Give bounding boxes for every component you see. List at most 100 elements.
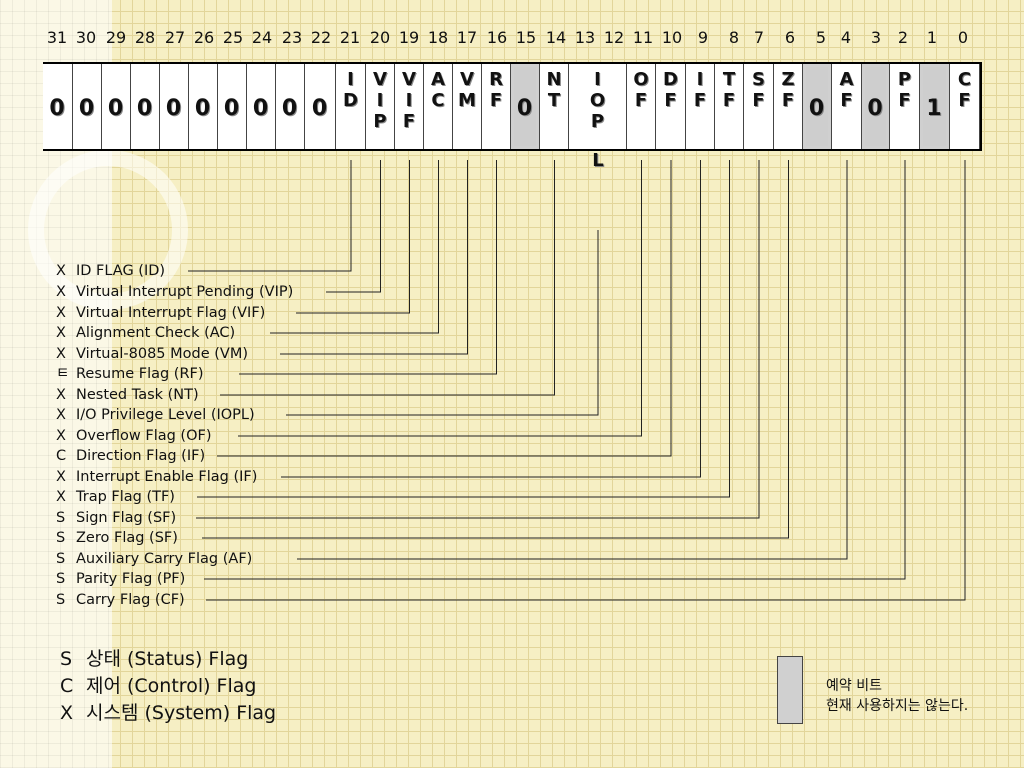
flag-label: I/O Privilege Level (IOPL) bbox=[76, 407, 255, 423]
flag-label: Direction Flag (IF) bbox=[76, 448, 206, 464]
flag-label: Trap Flag (TF) bbox=[76, 489, 175, 505]
bit-number-4: 4 bbox=[840, 28, 852, 47]
bit-number-18: 18 bbox=[427, 28, 449, 47]
zero-bit-cell: 0 bbox=[43, 64, 73, 149]
bit-number-24: 24 bbox=[251, 28, 273, 47]
flag-abbrev: V M bbox=[458, 69, 476, 111]
flag-abbrev: S F bbox=[752, 69, 765, 111]
flag-connector-line bbox=[206, 160, 966, 601]
flag-label: Sign Flag (SF) bbox=[76, 510, 177, 526]
flag-type: X bbox=[56, 346, 66, 362]
bit-value: 0 bbox=[808, 96, 826, 121]
bit-number-22: 22 bbox=[310, 28, 332, 47]
bit-value: 0 bbox=[281, 96, 299, 121]
bit-number-26: 26 bbox=[193, 28, 215, 47]
bit-number-12: 12 bbox=[603, 28, 625, 47]
bit-number-29: 29 bbox=[105, 28, 127, 47]
flag-type: X bbox=[56, 263, 66, 279]
bit-number-20: 20 bbox=[369, 28, 391, 47]
flag-bit-cell: C F bbox=[950, 64, 980, 149]
zero-bit-cell: 0 bbox=[218, 64, 247, 149]
flag-row: X Overflow Flag (OF) bbox=[56, 427, 211, 445]
flag-bit-cell: V M bbox=[453, 64, 482, 149]
flag-abbrev: R F bbox=[489, 69, 503, 111]
bit-number-7: 7 bbox=[753, 28, 765, 47]
bit-number-15: 15 bbox=[515, 28, 537, 47]
bit-number-13: 13 bbox=[574, 28, 596, 47]
bit-number-27: 27 bbox=[164, 28, 186, 47]
flag-row: X Virtual-8085 Mode (VM) bbox=[56, 345, 248, 363]
flag-bit-cell: S F bbox=[744, 64, 774, 149]
reserved-bit-note: 예약 비트 현재 사용하지는 않는다. bbox=[826, 676, 968, 716]
flag-abbrev: I F bbox=[693, 69, 707, 111]
flag-bit-cell: R F bbox=[482, 64, 511, 149]
bit-number-3: 3 bbox=[870, 28, 882, 47]
bit-number-31: 31 bbox=[46, 28, 68, 47]
flag-bit-cell: V I P bbox=[366, 64, 395, 149]
bit-value: 0 bbox=[107, 96, 125, 121]
flag-abbrev: V I P bbox=[373, 69, 387, 132]
bit-value: 1 bbox=[926, 96, 943, 121]
reserved-note-line2: 현재 사용하지는 않는다. bbox=[826, 698, 969, 714]
flag-type: X bbox=[56, 407, 66, 423]
flag-label: Zero Flag (SF) bbox=[76, 530, 178, 546]
flag-connector-line bbox=[280, 160, 468, 355]
flag-abbrev: A F bbox=[839, 69, 854, 111]
bit-number-10: 10 bbox=[661, 28, 683, 47]
bit-number-1: 1 bbox=[926, 28, 938, 47]
flag-bit-cell: O F bbox=[627, 64, 656, 149]
flag-label: Auxiliary Carry Flag (AF) bbox=[76, 551, 253, 567]
bit-value: 0 bbox=[867, 96, 884, 121]
flag-abbrev: O F bbox=[633, 69, 649, 111]
zero-bit-cell: 0 bbox=[247, 64, 276, 149]
flag-type: X bbox=[56, 428, 66, 444]
flag-connector-line bbox=[202, 160, 789, 539]
bit-number-0: 0 bbox=[957, 28, 969, 47]
flag-abbrev: N T bbox=[546, 69, 562, 111]
bit-number-17: 17 bbox=[456, 28, 478, 47]
flag-label: Virtual Interrupt Flag (VIF) bbox=[76, 305, 266, 321]
reserved-bit-cell: 0 bbox=[862, 64, 890, 149]
flag-bit-cell: I F bbox=[686, 64, 715, 149]
flag-abbrev: I O P bbox=[589, 69, 606, 132]
flag-label: Virtual-8085 Mode (VM) bbox=[76, 346, 248, 362]
flag-label: Interrupt Enable Flag (IF) bbox=[76, 469, 258, 485]
bit-number-6: 6 bbox=[784, 28, 796, 47]
zero-bit-cell: 0 bbox=[189, 64, 218, 149]
reserved-bit-cell: 1 bbox=[920, 64, 950, 149]
flag-connector-line bbox=[296, 160, 410, 314]
cell-inner bbox=[806, 67, 828, 146]
flag-bit-cell: T F bbox=[715, 64, 744, 149]
flag-abbrev: I D bbox=[343, 69, 358, 111]
flag-bit-cell: D F bbox=[656, 64, 686, 149]
flag-abbrev: P F bbox=[897, 69, 912, 111]
zero-bit-cell: 0 bbox=[276, 64, 305, 149]
flag-label: Resume Flag (RF) bbox=[76, 366, 204, 382]
flag-bit-cell: A C bbox=[424, 64, 453, 149]
flag-abbrev: D F bbox=[663, 69, 678, 111]
zero-bit-cell: 0 bbox=[160, 64, 189, 149]
reserved-note-line1: 예약 비트 bbox=[826, 678, 882, 694]
reserved-bit-cell: 0 bbox=[511, 64, 540, 149]
flag-label: Alignment Check (AC) bbox=[76, 325, 236, 341]
flag-connector-line bbox=[281, 160, 701, 478]
flag-connector-line bbox=[197, 160, 730, 498]
bit-number-9: 9 bbox=[697, 28, 709, 47]
flag-type: X bbox=[56, 469, 66, 485]
zero-bit-cell: 0 bbox=[102, 64, 131, 149]
flag-type: S bbox=[56, 530, 66, 546]
flag-abbrev: Z F bbox=[781, 69, 795, 111]
flag-connector-line bbox=[297, 160, 848, 560]
bit-value: 0 bbox=[165, 96, 183, 121]
flag-label: Overflow Flag (OF) bbox=[76, 428, 212, 444]
